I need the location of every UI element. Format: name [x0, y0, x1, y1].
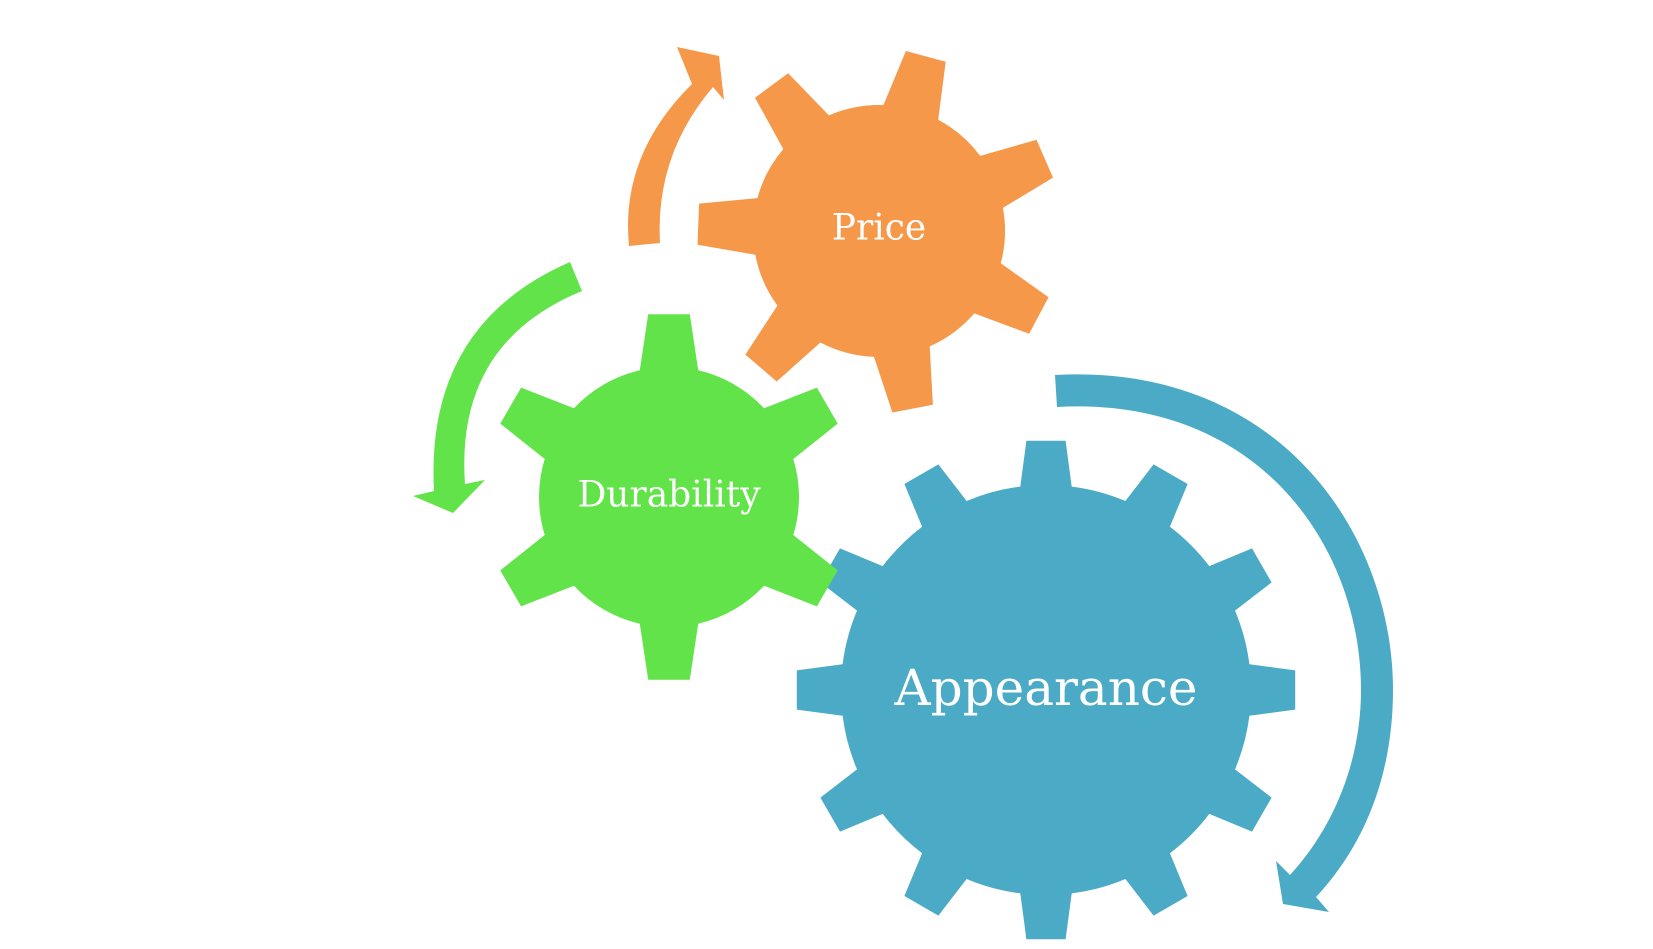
- curved-arrow-down-left-icon: [1055, 374, 1393, 912]
- price-gear-label: Price: [832, 208, 926, 249]
- price-cycle-arrow: [628, 47, 724, 246]
- appearance-gear: Appearance: [796, 440, 1296, 940]
- durability-cycle-arrow: [413, 262, 582, 513]
- price-gear-shape: [697, 51, 1053, 413]
- durability-gear-shape: [500, 314, 838, 680]
- appearance-gear-shape: [796, 440, 1296, 940]
- appearance-cycle-arrow: [1055, 374, 1393, 912]
- durability-gear-label: Durability: [577, 475, 761, 516]
- durability-gear: Durability: [500, 314, 838, 680]
- curved-arrow-up-right-icon: [628, 47, 724, 246]
- curved-arrow-down-icon: [413, 262, 582, 513]
- appearance-gear-label: Appearance: [893, 659, 1197, 717]
- price-gear: Price: [697, 51, 1053, 413]
